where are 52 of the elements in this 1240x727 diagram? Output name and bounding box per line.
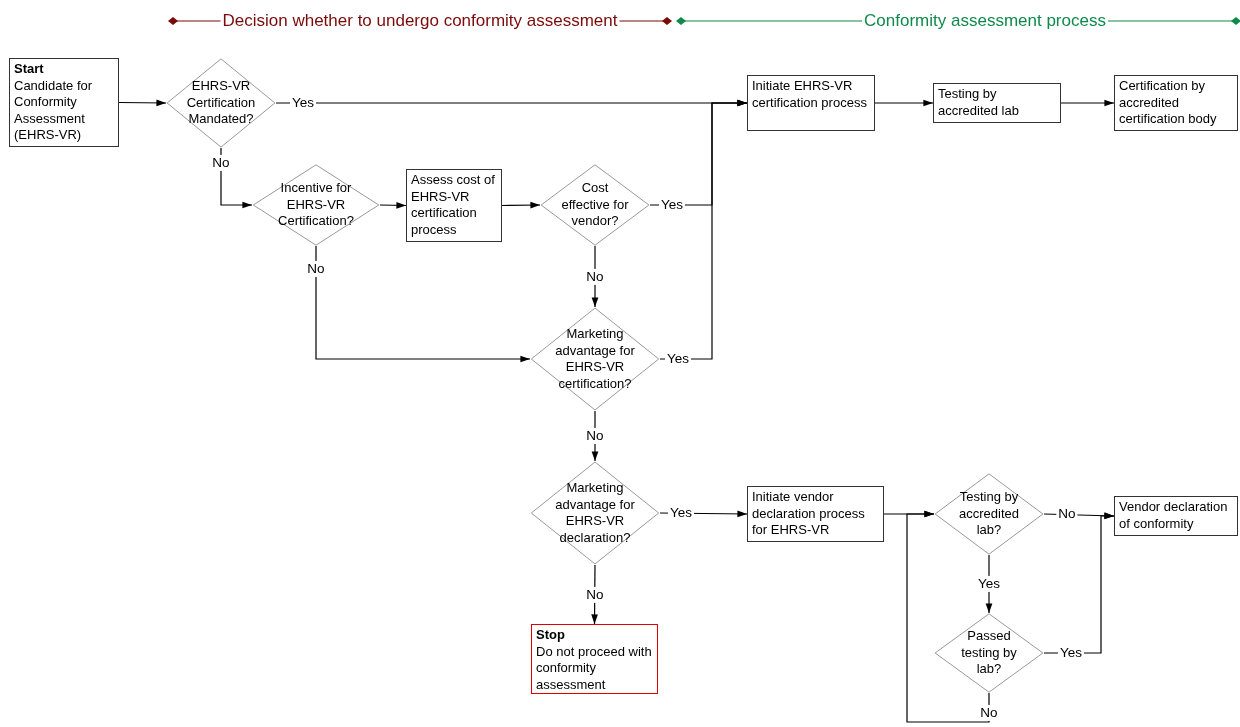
edge-label: No [210, 154, 232, 172]
node-text: Do not proceed with conformity assessment [536, 643, 653, 693]
section-heading: Decision whether to undergo conformity assessment [220, 11, 620, 31]
arrow [220, 147, 253, 209]
node-text: Cost effective for vendor? [560, 180, 630, 230]
decision-diamond [166, 58, 276, 148]
edge-label: No [305, 260, 327, 278]
process-box [933, 83, 1061, 123]
arrow [659, 99, 748, 360]
decision-diamond [540, 164, 650, 246]
arrow [591, 410, 599, 462]
process-box [1114, 496, 1238, 536]
node-text: Assess cost of EHRS-VR certification process [411, 172, 496, 238]
decision-diamond [530, 461, 660, 565]
arrow [501, 201, 541, 209]
node-text: Initiate EHRS-VR certification process [752, 78, 868, 111]
arrow [874, 99, 934, 107]
node-text: EHRS-VR Certification Mandated? [185, 78, 257, 128]
decision-diamond [530, 307, 660, 411]
edge-label: No [978, 704, 1000, 722]
node-text: Incentive for EHRS-VR Certification? [277, 180, 355, 230]
node-heading: Start [14, 61, 45, 78]
edge-label: Yes [976, 575, 1002, 593]
process-box [1114, 75, 1238, 131]
node-text: Testing by accredited lab [938, 86, 1020, 119]
arrow [1060, 99, 1115, 107]
decision-diamond [934, 613, 1044, 693]
node-text: Candidate for Conformity Assessment (EHRS-VR) [14, 77, 94, 144]
arrow [591, 245, 599, 308]
arrow [315, 245, 531, 363]
process-box [406, 169, 502, 242]
node-text: Marketing advantage for EHRS-VR declaration? [554, 480, 636, 546]
arrow [906, 510, 990, 723]
node-text: Passed testing by lab? [960, 628, 1018, 678]
node-heading: Stop [536, 627, 566, 644]
section-heading: Conformity assessment process [862, 11, 1108, 31]
node-text: Certification by accredited certification body [1119, 78, 1218, 128]
process-box [531, 624, 658, 694]
decision-diamond [252, 164, 380, 246]
node-text: Marketing advantage for EHRS-VR certification? [554, 326, 636, 392]
node-text: Testing by accredited lab? [958, 489, 1020, 539]
arrow [379, 201, 407, 209]
arrow [118, 99, 167, 107]
process-box [9, 58, 119, 147]
edge-label: No [584, 268, 606, 285]
process-box [747, 75, 875, 131]
node-text: Initiate vendor declaration process for EHRS-VR [752, 489, 866, 539]
decision-diamond [934, 473, 1044, 555]
process-box [747, 486, 884, 542]
edge-label: No [584, 427, 606, 445]
node-text: Vendor declaration of conformity [1119, 499, 1229, 532]
edge-label: No [584, 586, 606, 603]
